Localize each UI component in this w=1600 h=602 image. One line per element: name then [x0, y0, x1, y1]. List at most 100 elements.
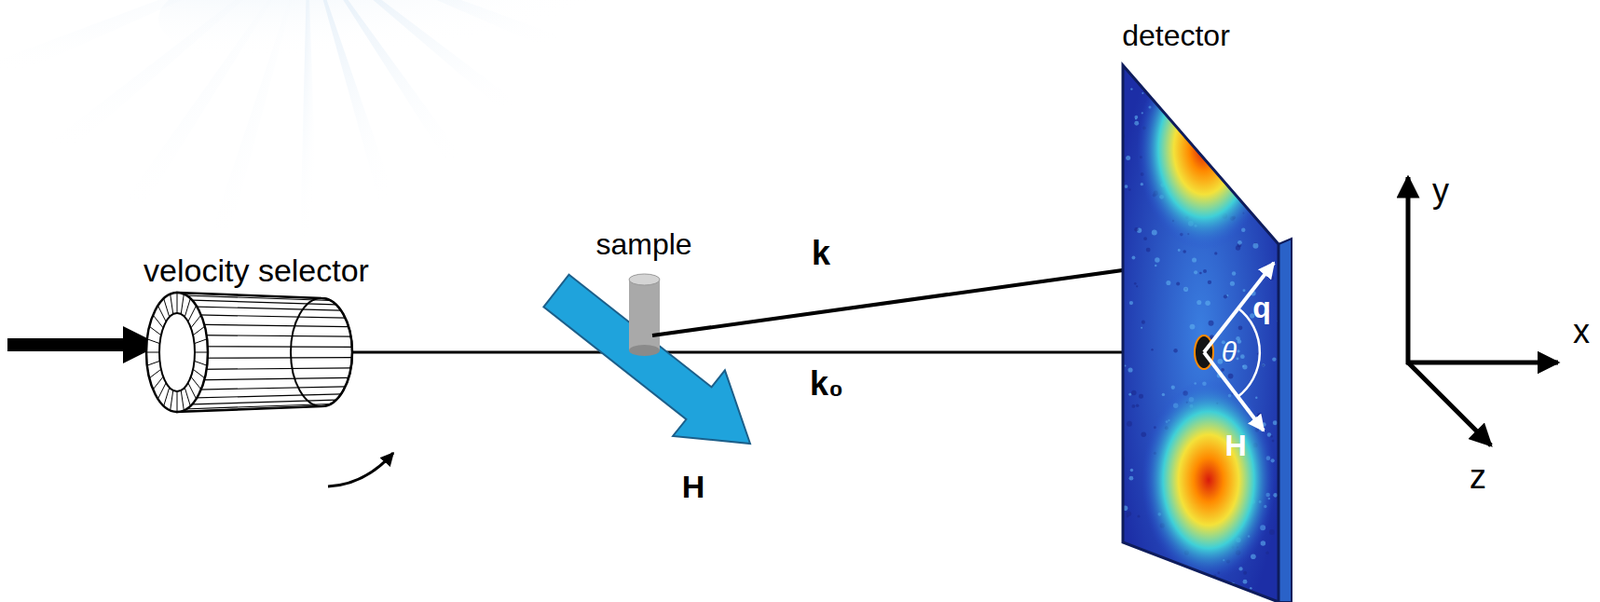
noise-dot: [1154, 257, 1160, 262]
axis-label: y: [1432, 174, 1450, 208]
spoke-line: [157, 305, 166, 322]
noise-dot: [1191, 257, 1197, 262]
vector-label: k₀: [809, 367, 844, 401]
noise-dot: [1131, 404, 1136, 409]
noise-dot: [1154, 264, 1158, 268]
noise-dot: [1219, 71, 1225, 77]
noise-dot: [1143, 236, 1148, 241]
noise-dot: [1228, 373, 1234, 380]
noise-dot: [1128, 188, 1132, 192]
scatter-blob-bottom: [1141, 379, 1276, 581]
selector-front: [146, 292, 208, 412]
axis-label: x: [1572, 314, 1590, 349]
spoke-line: [177, 292, 178, 314]
spoke-line: [188, 305, 197, 322]
noise-dot: [1228, 87, 1233, 93]
noise-dot: [1150, 583, 1155, 588]
noise-dot: [1182, 249, 1187, 254]
blade-line: [177, 306, 342, 312]
noise-dot: [1205, 130, 1210, 135]
spoke-line: [149, 369, 162, 379]
spoke-line: [192, 369, 206, 379]
noise-dot: [1269, 275, 1274, 281]
noise-dot: [1214, 157, 1220, 164]
noise-dot: [1130, 87, 1133, 90]
vector-label: q: [1252, 292, 1272, 323]
noise-dot: [1261, 364, 1265, 368]
noise-dot: [1238, 325, 1244, 330]
noise-dot: [1274, 145, 1279, 150]
noise-dot: [1231, 271, 1236, 275]
noise-dot: [1267, 68, 1273, 75]
spoke-line: [170, 390, 174, 411]
noise-dot: [1260, 91, 1264, 95]
noise-dot: [1158, 578, 1164, 585]
noise-dot: [1127, 367, 1133, 372]
noise-dot: [1265, 550, 1269, 554]
noise-dot: [1235, 147, 1239, 151]
selector-back: [290, 298, 353, 407]
sample-bottom: [629, 344, 660, 356]
noise-dot: [1131, 256, 1136, 260]
noise-dot: [1258, 86, 1263, 92]
noise-dot: [1173, 348, 1177, 353]
noise-dot: [1243, 571, 1247, 575]
noise-dot: [1257, 150, 1262, 155]
noise-dot: [1255, 396, 1258, 398]
detector-outline: [1122, 65, 1279, 602]
selector-blades: [177, 292, 353, 411]
spoke-line: [194, 360, 208, 366]
noise-dot: [1240, 354, 1245, 359]
noise-dot: [1260, 125, 1264, 129]
spoke-line: [191, 314, 202, 329]
noise-dot: [1272, 102, 1276, 106]
spoke-line: [152, 314, 164, 329]
noise-dot: [1193, 270, 1198, 274]
axis-label: z: [1469, 460, 1487, 494]
noise-dot: [1199, 272, 1203, 275]
noise-dot: [1125, 155, 1131, 161]
noise-dot: [1135, 285, 1138, 288]
noise-dot: [1136, 514, 1140, 518]
noise-dot: [1200, 82, 1203, 84]
noise-dot: [1220, 368, 1225, 372]
spoke-line: [170, 294, 174, 315]
noise-dot: [1202, 129, 1205, 133]
noise-dot: [1260, 190, 1264, 193]
noise-dot: [1194, 591, 1199, 596]
noise-dot: [1153, 81, 1157, 84]
y-axis: [1406, 177, 1411, 365]
noise-dot: [1152, 79, 1157, 83]
vector-label: H: [682, 470, 706, 503]
spoke-line: [164, 387, 170, 407]
noise-dot: [1212, 150, 1216, 154]
noise-dot: [1140, 555, 1146, 561]
noise-dot: [1155, 577, 1158, 580]
spoke-line: [146, 352, 160, 354]
spoke-line: [191, 376, 202, 390]
noise-dot: [1129, 300, 1134, 305]
scatter-blob-top: [1136, 48, 1272, 250]
noise-dot: [1269, 529, 1275, 535]
noise-dot: [1131, 390, 1136, 396]
spoke-line: [177, 391, 178, 412]
noise-dot: [1242, 364, 1247, 370]
spoke-line: [157, 382, 166, 399]
background-glow: [158, 0, 643, 84]
spoke-line: [152, 376, 164, 390]
noise-dot: [1248, 191, 1255, 197]
noise-dot: [1121, 558, 1124, 561]
noise-dot: [1146, 247, 1151, 253]
sample-top: [629, 273, 660, 286]
spoke-line: [180, 294, 184, 315]
noise-dot: [1272, 94, 1275, 96]
vector-label: H: [1224, 430, 1246, 461]
part-name: velocity selector: [143, 254, 370, 287]
noise-dot: [1226, 118, 1230, 122]
noise-dot: [1250, 193, 1254, 197]
selector-hole: [159, 313, 195, 392]
noise-dot: [1271, 439, 1275, 443]
selector-spokes: [146, 292, 208, 412]
noise-dot: [1141, 92, 1144, 95]
beam-k0: [352, 351, 1201, 355]
